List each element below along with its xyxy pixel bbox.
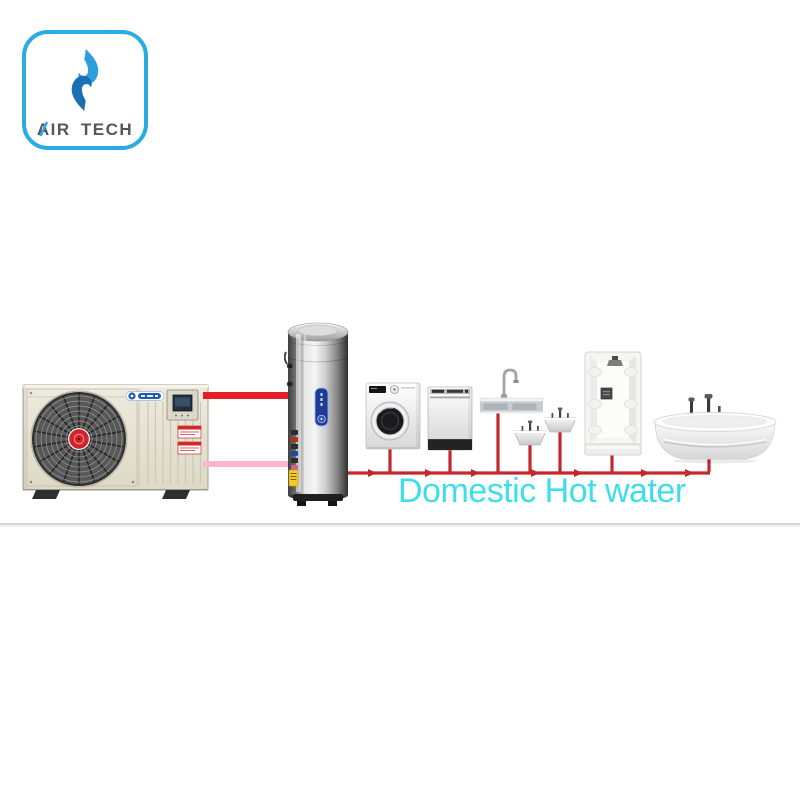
control-display [166,389,199,421]
shower-base-tray [584,443,642,456]
wash-basin [543,407,577,433]
warning-sticker [177,441,202,455]
wash-basin [513,420,547,446]
tank-yellow-sticker [288,469,299,487]
tank-handle [284,351,288,365]
caption-domestic-hot-water: Domestic Hot water [398,472,686,510]
brand-badge [125,391,165,401]
washer-door [370,401,410,441]
tank-label [314,387,329,427]
heat-pump-unit [22,384,209,499]
airtech-logo: AIR TECH [22,30,148,150]
dishwasher-plinth [428,439,472,450]
washer-control-panel [369,385,415,394]
fan-grille [30,390,128,488]
return-line [203,461,290,467]
divider-line-highlight [0,525,800,527]
fan-hub [68,428,90,450]
dishwasher-handle [430,396,470,399]
shower-shelves [588,367,638,435]
dishwasher [427,386,473,451]
hot-water-tank [284,322,349,506]
warning-sticker [177,425,202,439]
sink-rim [479,397,544,402]
basin-faucet [521,420,539,431]
sink-faucet [501,368,519,399]
logo-a-accent [39,121,49,137]
sink-body [480,401,543,412]
logo-flame-icon [71,49,99,111]
divider-line [0,523,800,525]
shower-head-icon [607,356,623,366]
tank-base [293,494,343,506]
bathtub-body [654,421,776,460]
washing-machine [365,382,421,450]
unit-foot [32,490,60,499]
hot-supply-line [203,392,290,399]
shower-cabin [584,351,642,456]
shower-control-panel [600,387,613,400]
kitchen-sink [479,368,544,414]
basin-faucet [551,407,569,418]
logo-brand-text: AIR TECH [36,120,134,139]
unit-foot [162,490,190,499]
bathtub [653,394,777,464]
tank-ports [286,362,298,470]
